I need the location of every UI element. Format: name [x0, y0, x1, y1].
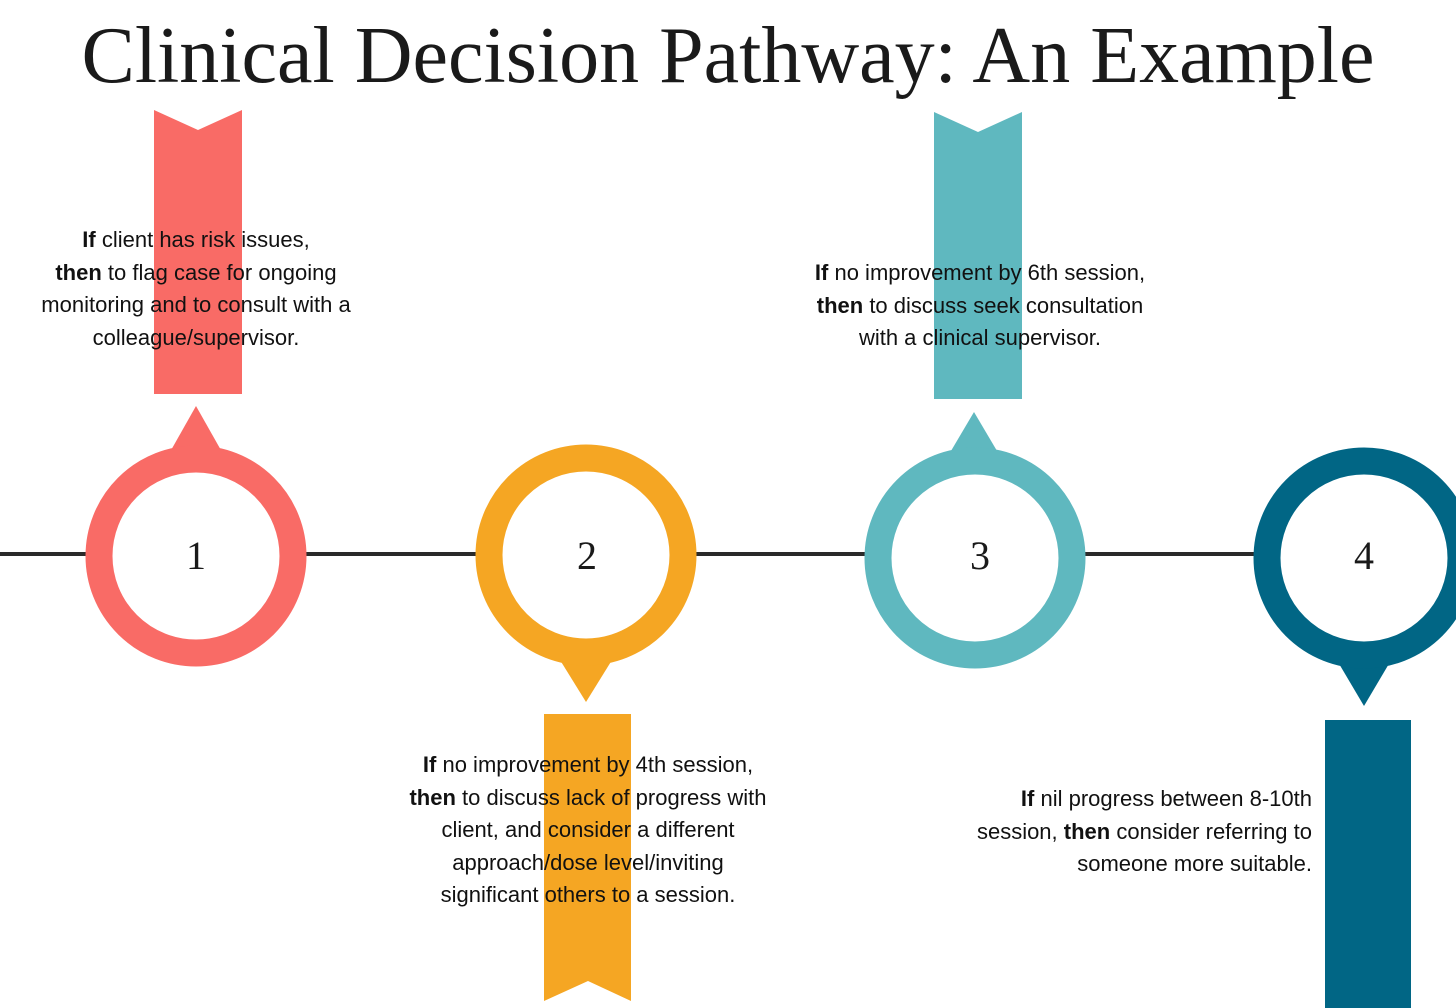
caption-keyword: then: [1063, 818, 1111, 844]
caption-line: someone more suitable.: [912, 848, 1312, 881]
caption-keyword: then: [55, 259, 102, 285]
caption-line: monitoring and to consult with a: [6, 289, 386, 322]
caption-line: then to discuss seek consultation: [780, 290, 1180, 323]
caption-text: with a clinical supervisor.: [858, 325, 1102, 350]
caption-keyword: then: [816, 292, 864, 318]
marker-4: 4: [1253, 447, 1456, 706]
caption-keyword: If: [1020, 786, 1035, 811]
caption-line: If no improvement by 6th session,: [780, 257, 1180, 290]
step-number-3: 3: [970, 533, 990, 578]
diagram-title: Clinical Decision Pathway: An Example: [81, 12, 1375, 100]
caption-keyword: If: [82, 227, 96, 252]
ribbon-2: [544, 714, 631, 1001]
caption-text: nil progress between 8-10th: [1034, 786, 1312, 811]
caption-line: approach/dose level/inviting: [388, 847, 788, 880]
caption-text: monitoring and to consult with a: [41, 292, 351, 317]
ribbon-1: [154, 110, 242, 394]
step-2-caption: If no improvement by 4th session,then to…: [388, 749, 788, 912]
caption-text: to flag case for ongoing: [101, 259, 337, 285]
marker-2: 2: [475, 444, 697, 702]
caption-line: colleague/supervisor.: [6, 322, 386, 355]
marker-3: 3: [864, 412, 1086, 669]
caption-keyword: then: [409, 784, 456, 810]
caption-line: then to discuss lack of progress with: [388, 782, 788, 815]
caption-text: no improvement by 4th session,: [436, 752, 754, 777]
caption-text: session,: [976, 818, 1064, 844]
ribbon-4: [1325, 720, 1411, 1008]
caption-text: to discuss seek consultation: [863, 292, 1144, 318]
caption-line: then to flag case for ongoing: [6, 257, 386, 290]
caption-text: no improvement by 6th session,: [828, 260, 1146, 285]
step-3-caption: If no improvement by 6th session,then to…: [780, 257, 1180, 355]
caption-line: with a clinical supervisor.: [780, 322, 1180, 355]
caption-text: client has risk issues,: [95, 227, 310, 252]
step-number-1: 1: [186, 533, 206, 578]
caption-line: session, then consider referring to: [912, 816, 1312, 849]
caption-text: someone more suitable.: [1077, 851, 1312, 876]
caption-text: approach/dose level/inviting: [452, 849, 724, 875]
caption-text: colleague/supervisor.: [92, 324, 300, 350]
caption-line: If no improvement by 4th session,: [388, 749, 788, 782]
caption-text: to discuss lack of progress with: [455, 784, 767, 810]
caption-keyword: If: [422, 752, 437, 777]
caption-text: significant others to a session.: [440, 882, 736, 907]
marker-1: 1: [85, 406, 307, 667]
caption-text: consider referring to: [1110, 818, 1312, 844]
caption-text: client, and consider a different: [441, 817, 735, 842]
ribbon-3: [934, 112, 1022, 399]
caption-line: significant others to a session.: [388, 879, 788, 912]
caption-line: If client has risk issues,: [6, 224, 386, 257]
step-number-2: 2: [577, 533, 597, 578]
step-number-4: 4: [1354, 533, 1374, 578]
caption-line: If nil progress between 8-10th: [912, 783, 1312, 816]
caption-keyword: If: [814, 260, 829, 285]
step-1-caption: If client has risk issues,then to flag c…: [6, 224, 386, 354]
caption-line: client, and consider a different: [388, 814, 788, 847]
